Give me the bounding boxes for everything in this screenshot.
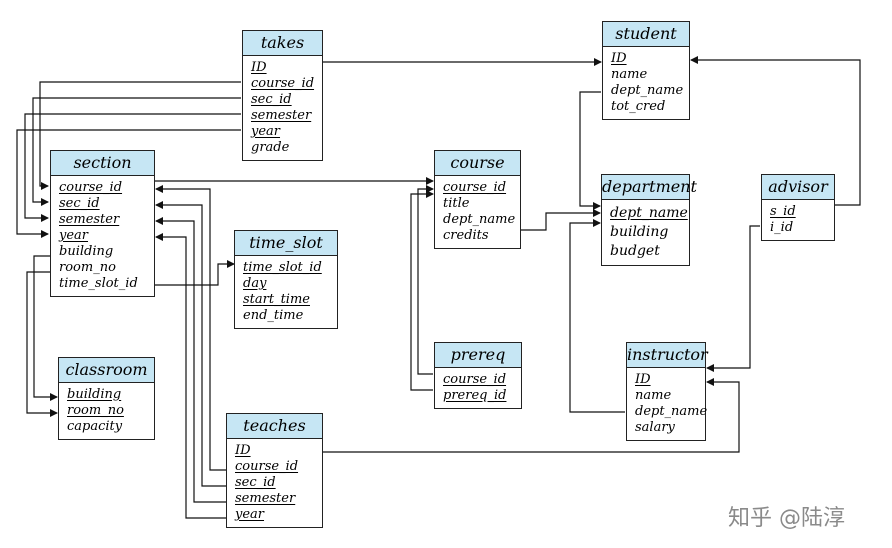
takes-attr-semester: semester <box>251 108 312 123</box>
course-title: course <box>435 151 520 176</box>
department-attr-budget: budget <box>610 243 660 259</box>
department-attributes: dept_name building budget <box>602 200 689 265</box>
link-takes-sec-id <box>32 97 241 206</box>
department-title: department <box>602 175 697 200</box>
takes-attr-grade: grade <box>251 140 290 155</box>
instructor-attr-name: name <box>635 388 672 403</box>
section-attr-sec-id: sec_id <box>59 196 100 211</box>
classroom-attr-room-no: room_no <box>67 403 124 418</box>
watermark: 知乎 @陆淳 <box>728 506 845 531</box>
section-attr-room-no: room_no <box>59 260 116 275</box>
link-course-dept <box>521 209 601 231</box>
link-takes-year <box>16 129 241 238</box>
link-teaches-to-instructor <box>323 378 740 453</box>
link-takes-semester <box>24 113 241 222</box>
link-prereq-course <box>417 185 434 375</box>
course-attr-course-id: course_id <box>443 180 507 195</box>
instructor-attr-dept-name: dept_name <box>635 404 708 419</box>
link-takes-course-id <box>39 81 241 190</box>
prereq-attr-course-id: course_id <box>443 372 507 387</box>
section-attr-course-id: course_id <box>59 180 123 195</box>
time-slot-attr-end-time: end_time <box>243 308 304 323</box>
student-attr-id: ID <box>611 51 627 66</box>
course-attr-dept-name: dept_name <box>443 212 516 227</box>
teaches-attr-semester: semester <box>235 491 296 506</box>
takes-title: takes <box>243 31 322 56</box>
link-teaches-course <box>155 185 226 471</box>
instructor-title: instructor <box>627 343 708 368</box>
student-attr-dept-name: dept_name <box>611 83 684 98</box>
instructor-attr-salary: salary <box>635 420 675 435</box>
time-slot-attr-day: day <box>243 276 267 291</box>
section-title: section <box>51 151 154 176</box>
takes-attr-sec-id: sec_id <box>251 92 292 107</box>
advisor-attr-s-id: s_id <box>770 204 796 219</box>
link-section-building <box>33 255 58 401</box>
teaches-attr-sec-id: sec_id <box>235 475 276 490</box>
takes-attr-id: ID <box>251 60 267 75</box>
link-prereq-id <box>410 190 434 391</box>
section-attr-time-slot-id: time_slot_id <box>59 276 138 291</box>
course-attr-credits: credits <box>443 228 489 243</box>
teaches-attr-id: ID <box>235 443 251 458</box>
classroom-title: classroom <box>59 358 154 383</box>
time-slot-attr-time-slot-id: time_slot_id <box>243 260 322 275</box>
section-attr-building: building <box>59 244 114 259</box>
link-teaches-year <box>155 233 226 519</box>
student-attr-tot-cred: tot_cred <box>611 99 666 114</box>
section-attr-year: year <box>59 228 89 243</box>
classroom-attr-building: building <box>67 387 122 402</box>
prereq-title: prereq <box>435 343 521 368</box>
teaches-attr-year: year <box>235 507 265 522</box>
link-advisor-to-instructor <box>706 225 760 372</box>
department-attr-building: building <box>610 224 669 240</box>
instructor-attr-id: ID <box>635 372 651 387</box>
classroom-attr-capacity: capacity <box>67 419 123 434</box>
link-section-room <box>26 271 58 417</box>
table-department[interactable]: department dept_name building budget <box>601 174 697 266</box>
time-slot-attr-start-time: start_time <box>243 292 310 307</box>
teaches-attr-course-id: course_id <box>235 459 299 474</box>
link-instructor-dept <box>569 219 625 413</box>
link-student-dept <box>579 91 601 210</box>
student-title: student <box>603 22 689 47</box>
time-slot-title: time_slot <box>235 231 337 256</box>
prereq-attr-prereq-id: prereq_id <box>443 388 507 403</box>
link-teaches-sec <box>155 201 226 487</box>
section-attr-semester: semester <box>59 212 120 227</box>
teaches-title: teaches <box>227 414 322 439</box>
course-attr-title: title <box>443 196 470 211</box>
takes-attr-course-id: course_id <box>251 76 315 91</box>
advisor-title: advisor <box>762 175 834 200</box>
link-teaches-semester <box>155 217 226 503</box>
department-attr-dept-name: dept_name <box>610 205 688 221</box>
link-advisor-to-student <box>690 56 861 206</box>
advisor-attr-i-id: i_id <box>770 220 794 235</box>
student-attr-name: name <box>611 67 648 82</box>
takes-attr-year: year <box>251 124 281 139</box>
